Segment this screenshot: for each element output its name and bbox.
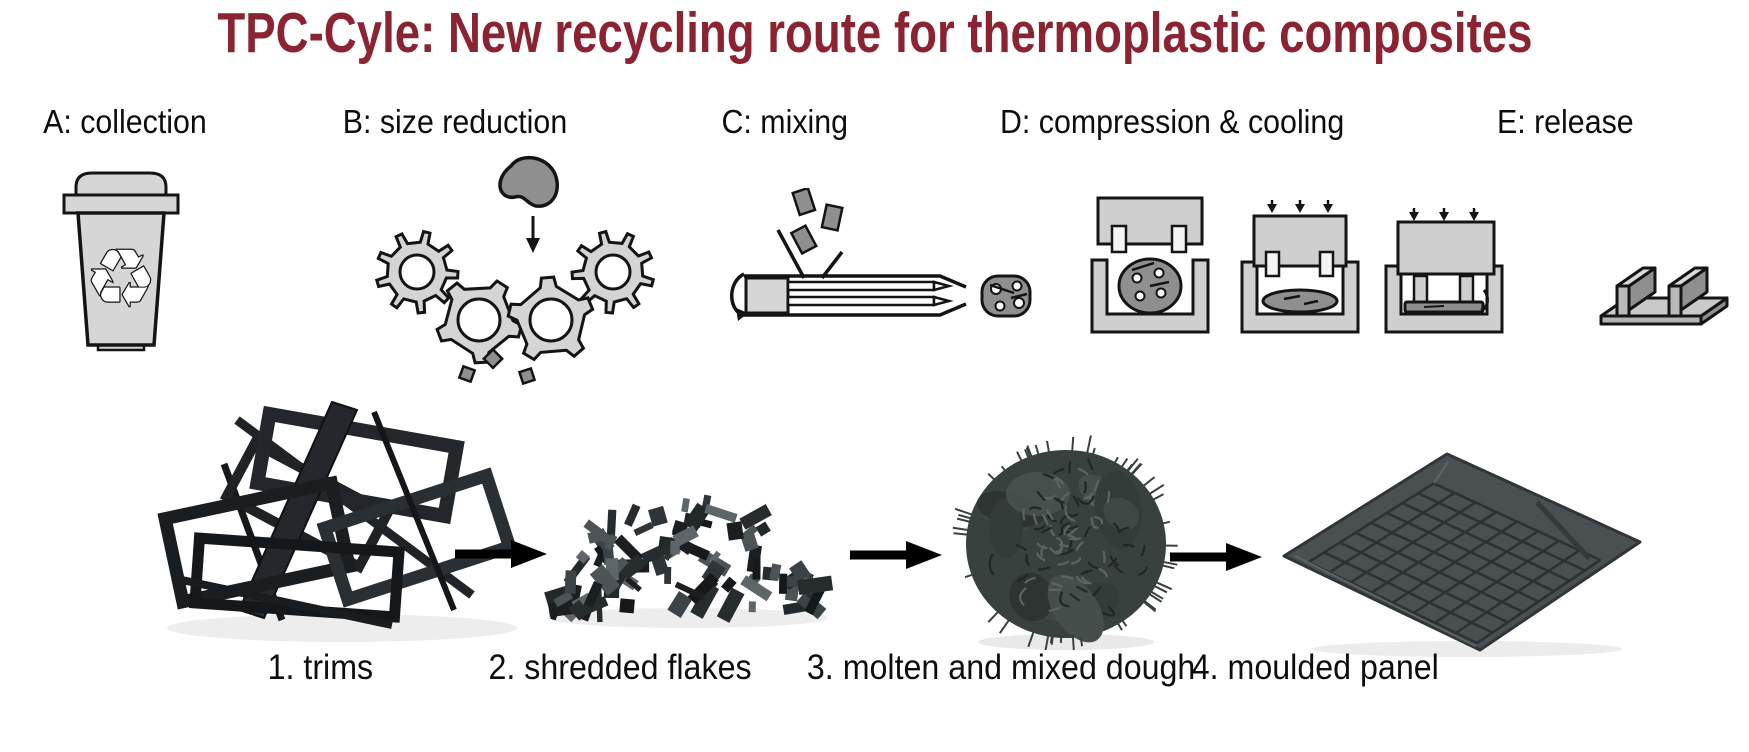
fiber-dot [1013, 297, 1025, 309]
stage-label-compression-cooling: D: compression & cooling [999, 103, 1345, 140]
bin-lid [74, 171, 168, 197]
stage-label-mixing: C: mixing [721, 103, 849, 140]
released-profile-icon [1599, 266, 1729, 326]
flake-pile [544, 494, 834, 623]
mould-open [1090, 196, 1210, 334]
page-title: TPC-Cyle: New recycling route for thermo… [216, 1, 1533, 65]
step-label-shredded-flakes: 2. shredded flakes [488, 648, 752, 687]
barrel-bottom [740, 302, 967, 317]
photo-shadow [548, 608, 828, 628]
title-row: TPC-Cyle: New recycling route for thermo… [0, 0, 1749, 66]
flow-arrow-3 [1170, 543, 1262, 571]
fiber-slash [1010, 292, 1028, 300]
hat-profile [1599, 266, 1729, 326]
rotation-arrow-head [736, 308, 748, 321]
screw-shaft [786, 280, 936, 292]
screw-tip [932, 295, 954, 307]
flake-chip [789, 223, 818, 256]
barrel-top [744, 274, 967, 289]
shredded-chip [517, 366, 537, 386]
fiber-dot [994, 300, 1006, 312]
shredder-gears-icon [375, 155, 656, 386]
step-label-molten-dough: 3. molten and mixed dough [806, 648, 1196, 687]
photo-shadow [1312, 641, 1622, 657]
shredded-flakes-photo [544, 494, 834, 628]
gear-inner-left [435, 279, 524, 365]
photo-shadow [167, 614, 517, 642]
shredded-chip [482, 347, 504, 370]
moulded-panel-photo [1282, 452, 1642, 657]
molten-dough-photo [952, 435, 1178, 650]
bin-body [76, 211, 166, 347]
fiber-slash [989, 283, 1015, 295]
flake-chip [791, 188, 817, 217]
gearbox-block [744, 276, 790, 315]
stage-label-collection: A: collection [43, 103, 207, 140]
extruder-mixer-icon [730, 188, 1032, 321]
trim-pieces [157, 400, 518, 629]
fiber-dot [1011, 280, 1023, 292]
flow-arrow-2 [850, 541, 942, 569]
hopper-wall [820, 250, 844, 280]
trims-photo [157, 400, 518, 642]
dough-ball [952, 435, 1178, 650]
recycle-symbol-icon: ♻ [85, 232, 157, 325]
gear-outer-right [570, 229, 656, 315]
feed-arrow-head [526, 238, 540, 253]
step-label-trims: 1. trims [267, 648, 373, 687]
gear-inner-right [506, 275, 595, 362]
screw-shaft [786, 295, 936, 307]
flow-arrow-1 [455, 540, 547, 568]
recycling-bin-icon: ♻ [62, 171, 180, 352]
stage-label-release: E: release [1496, 103, 1634, 140]
mould-pressing [1240, 200, 1360, 334]
flake-chip [820, 203, 844, 232]
hopper-wall [776, 229, 806, 279]
compression-mould-sequence-icon [1090, 196, 1504, 334]
step-label-moulded-panel: 4. moulded panel [1191, 648, 1439, 687]
gear-outer-left [375, 229, 460, 315]
mould-closed [1384, 208, 1504, 334]
scrap-blob [498, 155, 559, 208]
ribbed-panel [1282, 452, 1642, 652]
photo-shadow [978, 634, 1154, 650]
shredded-chip [457, 364, 477, 384]
screw-tip [932, 280, 954, 292]
bin-lid-flange [62, 193, 180, 215]
stage-label-size-reduction: B: size reduction [342, 103, 568, 140]
